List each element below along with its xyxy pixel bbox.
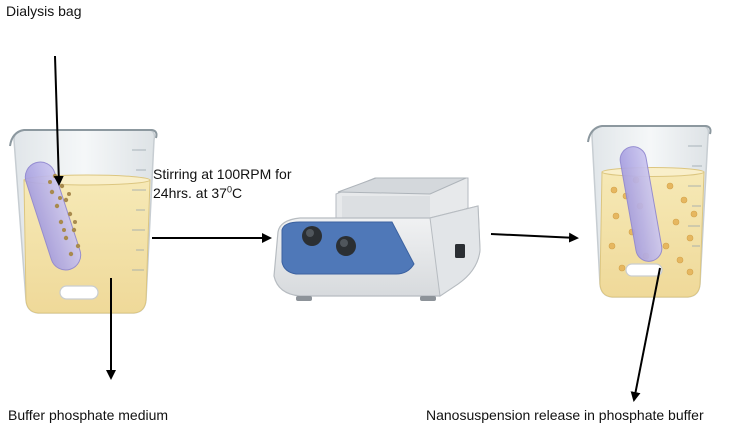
stirring-conditions-label: Stirring at 100RPM for 24hrs. at 370C [153,165,333,203]
stirring-line2-suffix: C [231,185,243,201]
dialysis-bag-icon [619,146,663,262]
stir-bar-icon [59,285,99,300]
dialysis-bag-label: Dialysis bag [6,3,82,19]
nanosuspension-pointer-arrow [630,267,661,402]
knob-icon [336,236,356,256]
dialysis-bag-icon [24,161,82,271]
nanosuspension-label: Nanosuspension release in phosphate buff… [426,407,704,423]
knob-icon [302,226,322,246]
stirring-superscript: 0 [226,184,232,195]
process-arrow-2 [490,232,579,243]
particles-in-bag [48,173,81,257]
stirring-line1: Stirring at 100RPM for [153,166,292,182]
buffer-medium-label: Buffer phosphate medium [8,407,169,423]
stir-bar-icon [625,263,663,277]
power-switch-icon [455,244,465,258]
hot-plate-stirrer-icon [273,177,481,301]
dialysis-bag-pointer-arrow [53,55,64,186]
stirring-line2-prefix: 24hrs. at 37 [153,185,227,201]
